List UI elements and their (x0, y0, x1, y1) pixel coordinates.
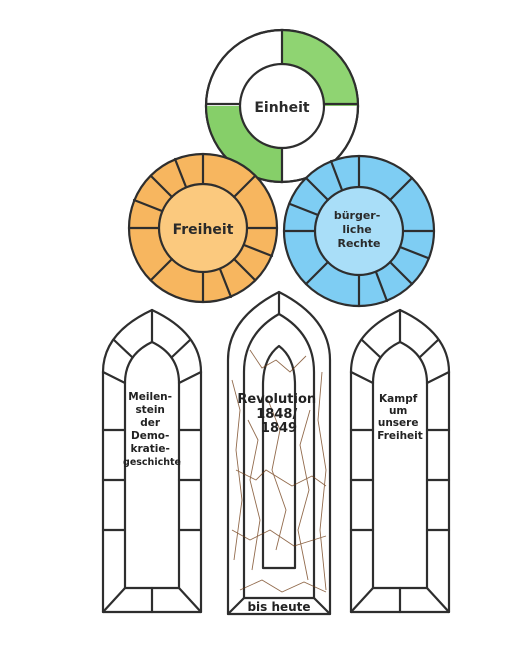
window-right-line-1: Kampf (379, 393, 418, 405)
window-right-label: Kampf um unsere Freiheit (377, 393, 423, 442)
window-right: Kampf um unsere Freiheit (349, 308, 451, 614)
circle-rechte-line-3: Rechte (337, 237, 380, 250)
window-center-line-2: 1848/ (256, 407, 297, 422)
window-left-line-5: kratie- (130, 443, 169, 455)
window-center-label: Revolution 1848/ 1849 (237, 392, 320, 436)
circle-rechte-line-1: bürger- (334, 209, 380, 222)
circle-rechte-label: bürger- liche Rechte (334, 209, 384, 250)
window-left-line-3: der (140, 417, 161, 429)
circle-rechte-line-2: liche (342, 223, 371, 236)
window-left-line-2: stein (135, 404, 164, 416)
window-center-line-3: 1849 (261, 421, 297, 436)
circle-einheit-label: Einheit (254, 100, 310, 116)
window-left-label: Meilen- stein der Demo- kratie- geschich… (123, 391, 181, 468)
window-center-footer: bis heute (247, 600, 310, 614)
circle-buergerliche-rechte: bürger- liche Rechte (282, 154, 436, 308)
window-right-line-3: unsere (378, 417, 419, 429)
window-right-line-2: um (389, 405, 407, 417)
window-left: Meilen- stein der Demo- kratie- geschich… (101, 308, 203, 614)
circle-freiheit: Freiheit (127, 152, 279, 304)
window-right-line-4: Freiheit (377, 430, 423, 442)
window-center: Revolution 1848/ 1849 bis heute (226, 290, 332, 616)
window-left-line-4: Demo- (131, 430, 169, 442)
circle-einheit: Einheit (204, 28, 360, 184)
window-left-line-1: Meilen- (128, 391, 172, 403)
circle-freiheit-label: Freiheit (173, 222, 234, 238)
window-left-line-6: geschichte (123, 457, 181, 468)
window-center-line-1: Revolution (237, 392, 316, 407)
